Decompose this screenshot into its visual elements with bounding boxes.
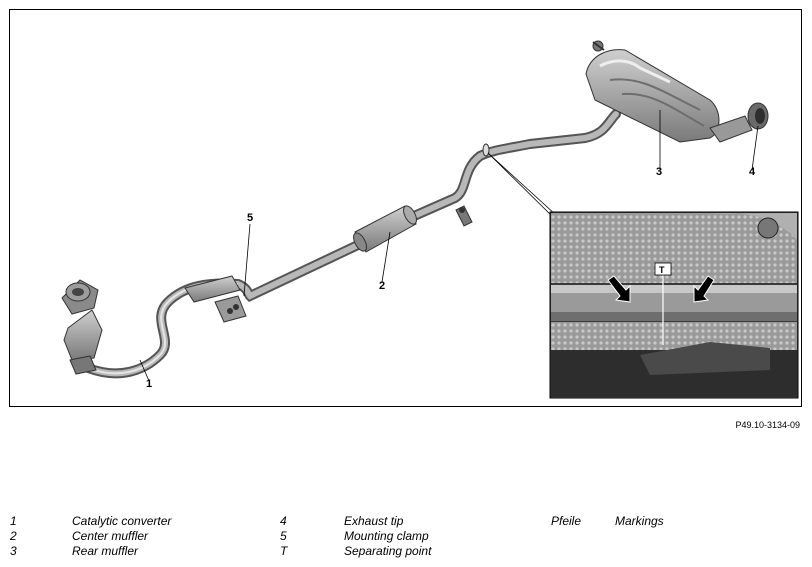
legend-text-4: Exhaust tip — [344, 514, 404, 528]
legend-text-5: Mounting clamp — [344, 529, 429, 543]
catalytic-converter — [61, 279, 103, 375]
legend-key-t: T — [280, 544, 288, 558]
callout-4: 4 — [749, 166, 756, 178]
callout-5: 5 — [247, 212, 254, 224]
rear-muffler — [585, 40, 720, 143]
callout-3: 3 — [656, 166, 663, 178]
mounting-clamp — [214, 295, 247, 323]
legend-key-3: 3 — [10, 544, 17, 558]
legend-text-1: Catalytic converter — [72, 514, 172, 528]
legend-text-t: Separating point — [344, 544, 432, 558]
flex-joint — [184, 275, 241, 303]
legend: 1 Catalytic converter 2 Center muffler 3… — [0, 514, 812, 564]
legend-key-4: 4 — [280, 514, 287, 528]
callout-2: 2 — [379, 280, 386, 292]
callout-t: T — [659, 265, 665, 275]
detail-inset — [549, 211, 799, 399]
legend-text-pfeile: Markings — [615, 514, 664, 528]
center-muffler — [353, 205, 417, 253]
exhaust-pipe — [83, 109, 621, 379]
legend-key-2: 2 — [10, 529, 17, 543]
legend-key-5: 5 — [280, 529, 287, 543]
exhaust-system-drawing — [61, 40, 799, 399]
separating-point-ring — [482, 143, 490, 157]
legend-text-2: Center muffler — [72, 529, 149, 543]
legend-key-pfeile: Pfeile — [551, 514, 582, 528]
exhaust-system-diagram: 1 2 5 3 4 T — [9, 9, 802, 407]
figure-reference-number: P49.10-3134-09 — [735, 420, 800, 430]
leader-lines — [139, 110, 759, 382]
pipe-hanger — [455, 205, 473, 227]
legend-text-3: Rear muffler — [72, 544, 139, 558]
callout-1: 1 — [146, 378, 153, 390]
legend-key-1: 1 — [10, 514, 17, 528]
exhaust-tip — [709, 102, 769, 143]
